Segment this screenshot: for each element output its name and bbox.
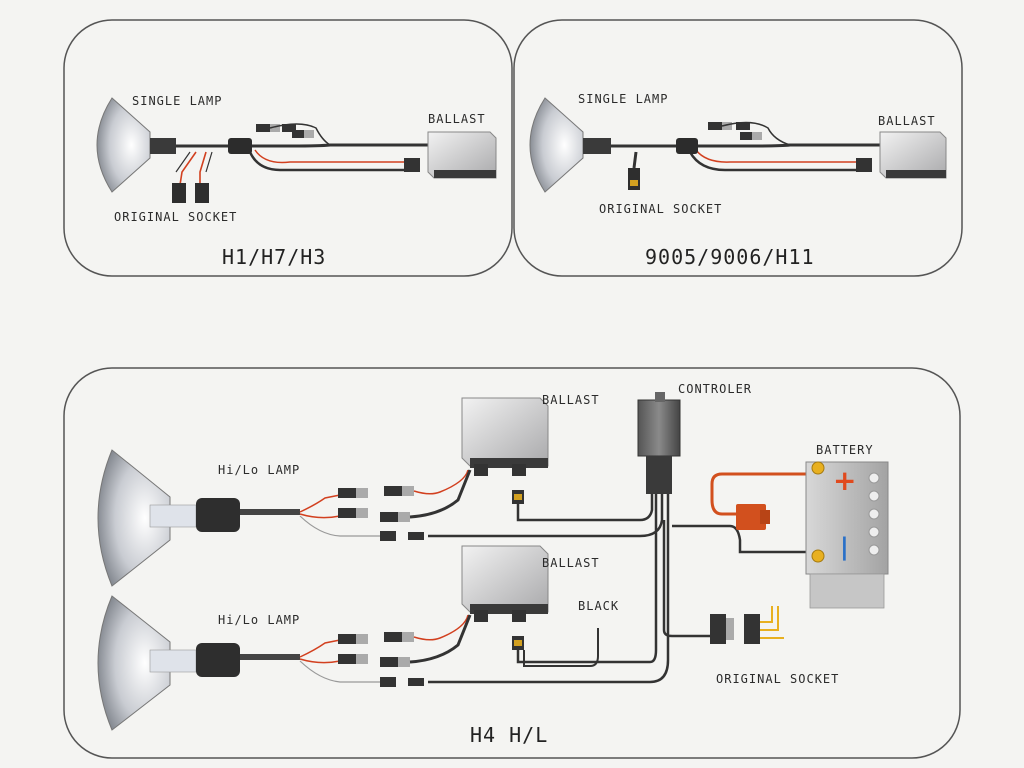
h4-black-label: BLACK <box>578 599 619 613</box>
connector-h1-a <box>228 124 314 154</box>
single-lamp-9005 <box>529 97 611 193</box>
panel-9005-socket-label: ORIGINAL SOCKET <box>599 202 722 216</box>
h4-ballast-bottom-label: BALLAST <box>542 556 600 570</box>
controller <box>637 392 681 494</box>
harness-wire-h1 <box>176 143 428 148</box>
h4-lamp-bottom-label: Hi/Lo LAMP <box>218 613 300 627</box>
h4-controller-label: CONTROLER <box>678 382 752 396</box>
ballast-top <box>461 397 549 504</box>
red-wire-9005 <box>695 149 858 163</box>
original-socket-9005 <box>628 151 640 190</box>
bottom-lamp-red-wires <box>299 638 346 664</box>
panel-h4: + | <box>63 367 961 759</box>
panel-9005-lamp-label: SINGLE LAMP <box>578 92 668 106</box>
ballast-h1 <box>404 131 497 179</box>
panel-h1-title: H1/H7/H3 <box>222 245 326 269</box>
battery-ground-wire <box>672 524 810 554</box>
original-socket-h1 <box>172 183 209 203</box>
red-wire-h1 <box>254 149 405 164</box>
harness-wire-9005 <box>611 143 880 148</box>
battery-minus-icon: | <box>840 533 849 561</box>
top-lamp-connectors <box>338 486 424 541</box>
hilo-lamp-top <box>97 449 300 587</box>
bottom-lamp-connectors <box>338 632 424 687</box>
panel-h1 <box>63 19 513 277</box>
h4-title: H4 H/L <box>470 723 548 747</box>
battery-power-wire <box>710 472 812 516</box>
h4-lamp-top-label: Hi/Lo LAMP <box>218 463 300 477</box>
harness-wire-9005-lower <box>688 151 858 172</box>
top-lamp-red-wires <box>299 493 346 519</box>
h4-battery-label: BATTERY <box>816 443 874 457</box>
panel-h4-frame <box>63 367 961 759</box>
harness-wire-h1-lower <box>248 151 408 172</box>
panel-9005-title: 9005/9006/H11 <box>645 245 815 269</box>
original-socket-h4 <box>710 606 784 644</box>
main-harness <box>428 494 710 684</box>
black-wire <box>523 628 599 667</box>
panel-h1-frame <box>63 19 513 277</box>
h4-ballast-top-label: BALLAST <box>542 393 600 407</box>
battery <box>805 461 889 609</box>
panel-9005-ballast-label: BALLAST <box>878 114 936 128</box>
connector-9005-a <box>676 122 762 154</box>
panel-h1-lamp-label: SINGLE LAMP <box>132 94 222 108</box>
fuse-holder <box>736 504 770 530</box>
ballast-9005 <box>856 131 947 179</box>
panel-9005 <box>513 19 963 277</box>
socket-wires-h1 <box>179 151 207 186</box>
panel-h1-ballast-label: BALLAST <box>428 112 486 126</box>
ballast-bottom <box>461 545 549 650</box>
h4-socket-label: ORIGINAL SOCKET <box>716 672 839 686</box>
hilo-lamp-bottom <box>97 595 300 731</box>
battery-plus-icon: + <box>833 464 856 497</box>
panel-9005-frame <box>513 19 963 277</box>
panel-h1-socket-label: ORIGINAL SOCKET <box>114 210 237 224</box>
single-lamp-h1 <box>96 97 176 193</box>
